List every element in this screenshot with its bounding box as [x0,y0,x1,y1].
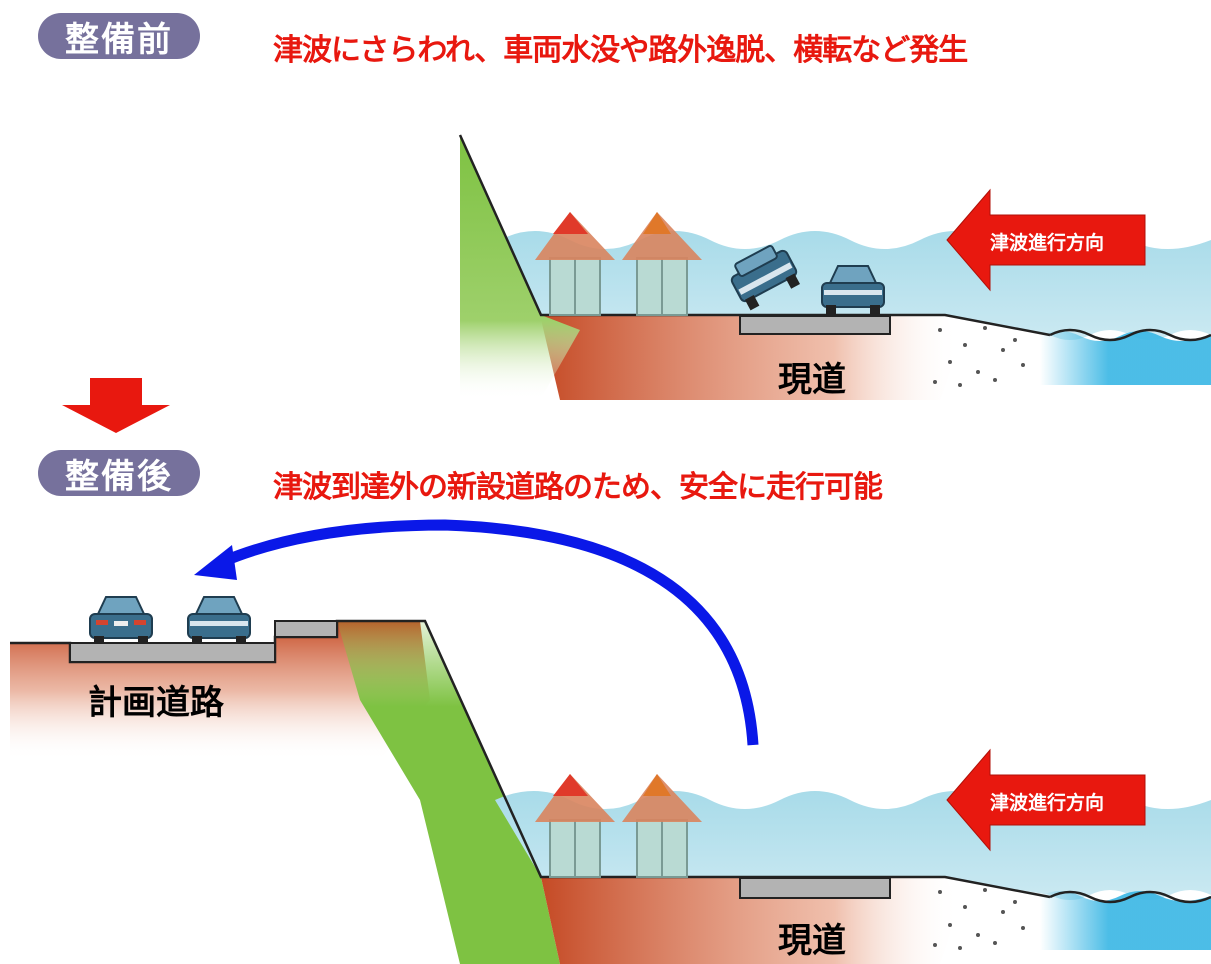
tsunami-arrow-icon [946,188,1146,292]
current-road [739,877,891,899]
after-badge: 整備後 [38,450,200,497]
house-icon [622,774,702,878]
before-current-road-label: 現道 [778,360,846,400]
before-tsunami-direction-label: 津波進行方向 [990,232,1105,254]
upper-land [10,621,430,760]
seabed-wave [1049,328,1211,342]
gravel [933,326,1025,387]
current-road [739,315,891,335]
soil [540,315,960,400]
car-icon [187,596,251,644]
car-icon [730,245,800,311]
after-scene [10,519,1211,964]
green-slope [460,135,580,400]
car-icon [821,265,885,315]
before-headline: 津波にさらわれ、車両水没や路外逸脱、横転など発生 [273,33,968,68]
tsunami-arrow-icon [946,748,1146,852]
house-icon [535,774,615,878]
after-tsunami-direction-label: 津波進行方向 [990,792,1105,814]
planned-road-step [274,620,338,638]
before-badge: 整備前 [38,13,200,60]
relocation-arrow-icon [219,519,759,746]
after-current-road-label: 現道 [778,921,846,961]
green-slope [337,621,560,964]
before-scene [458,134,1211,400]
planned-road [69,642,276,663]
after-headline: 津波到達外の新設道路のため、安全に走行可能 [273,470,883,505]
seabed-wave [1049,890,1211,904]
sea [1040,891,1211,950]
gravel [933,888,1025,950]
planned-road-label: 計画道路 [88,683,224,723]
house-icon [535,212,615,316]
sea [1040,331,1211,385]
relocation-arrowhead [194,545,237,580]
house-icon [622,212,702,316]
down-arrow-icon [62,378,170,433]
car-icon [89,596,153,644]
